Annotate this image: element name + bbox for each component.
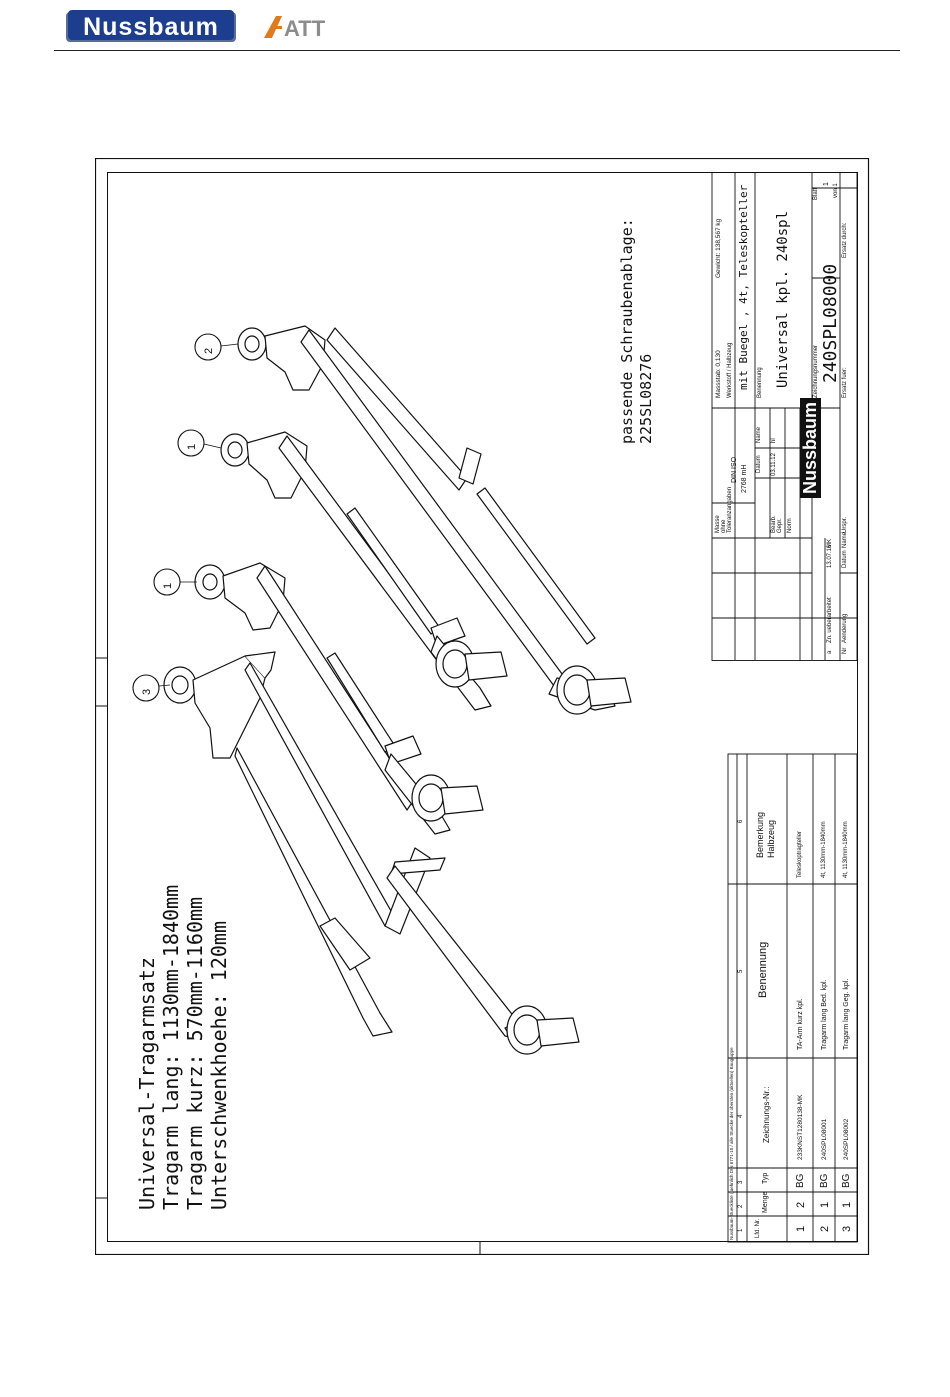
scale-label: Massstab: 0,130 <box>715 350 722 398</box>
header-qty: Menge <box>762 1191 769 1213</box>
callout-3: 3 <box>141 688 153 695</box>
drawing-sheet: Universal-Tragarmsatz Tragarm lang: 1130… <box>95 158 870 1255</box>
nussbaum-logo: Nussbaum <box>66 10 236 42</box>
rev-index: a <box>827 650 833 654</box>
row-3-drawing-no: 240SPL08002 <box>843 1118 850 1160</box>
name-value: Universal kpl. 240spl <box>775 210 791 388</box>
tolerance-class: 2768 mH <box>741 464 748 493</box>
name-label: Benennung <box>757 367 763 398</box>
callout-circles <box>132 333 222 702</box>
header-type: Typ <box>762 1172 769 1184</box>
row-1-drawing-no: 233KNST1280138-MK <box>797 1094 804 1160</box>
col-number-5: 5 <box>738 969 744 973</box>
parts-list-lines <box>727 753 858 1243</box>
drawing-frame <box>95 158 870 1255</box>
rev-header-date: Datum <box>842 550 848 568</box>
brand-text: Nussbaum <box>83 13 219 41</box>
material-label: Werkstoff / Halbzeug <box>727 342 733 398</box>
header-name: Benennung <box>757 941 769 998</box>
brand-secondary-text: ATT <box>284 16 326 40</box>
replace-for: Ersatz fuer: <box>842 367 848 398</box>
screw-note-line-2: 225SL08276 <box>637 353 655 444</box>
rev-text: Zn. ueberarbeitet <box>827 597 833 643</box>
col-number-3: 3 <box>738 1180 744 1184</box>
rev-header-orig: Urspr. <box>842 516 848 533</box>
row-3-qty: 1 <box>841 1201 853 1208</box>
rev-date: 13.07.16 <box>827 544 833 568</box>
col-number-4: 4 <box>738 1114 744 1118</box>
arm-drawings <box>163 325 632 1055</box>
callout-1b: 1 <box>186 443 198 450</box>
row-2-remark: 4t, 1130mm-1840mm <box>821 821 827 878</box>
rev-name: MK <box>827 539 833 548</box>
title-line-1: Universal-Tragarmsatz <box>135 957 159 1210</box>
header-remark: Bemerkung Halbzeug <box>755 811 776 858</box>
row-2-pos: 2 <box>819 1225 831 1232</box>
row-3-pos: 3 <box>841 1225 853 1232</box>
sheet-value: 1 <box>823 182 830 186</box>
row-1-type: BG <box>795 1173 806 1188</box>
arm-1b-drawing <box>220 431 508 711</box>
row-1-qty: 2 <box>795 1201 807 1208</box>
row-1-name: TA-Arm kurz kpl. <box>797 998 804 1050</box>
rev-header-name: Name <box>842 531 848 548</box>
tolerance-std: DIN ISO <box>731 456 738 483</box>
title-line-4: Unterschwenkhoehe: 120mm <box>207 921 231 1210</box>
row-2-name: Tragarm lang Bed. kpl. <box>821 979 828 1050</box>
rev-header-change: Aenderung <box>842 613 848 643</box>
callout-2: 2 <box>203 347 215 354</box>
row-1-remark: Teleskoptragteller <box>797 830 803 878</box>
bearb-name: hl <box>771 438 777 443</box>
title-line-3: Tragarm kurz: 570mm-1160mm <box>183 896 207 1210</box>
callout-leaders <box>158 343 239 687</box>
header-drawing-no: Zeichnungs-Nr.: <box>762 1086 771 1143</box>
row-3-remark: 4t, 1130mm-1840mm <box>843 821 849 878</box>
att-logo: ATT <box>264 16 326 40</box>
screw-note-line-1: passende Schraubenablage: <box>618 218 636 444</box>
sheet-label: Blatt <box>813 187 819 200</box>
arm-2-drawing <box>237 325 632 715</box>
company-name: Nussbaum <box>800 397 821 498</box>
title-block-lines <box>711 172 858 661</box>
row-2-type: BG <box>819 1173 830 1188</box>
date-col-header: Datum <box>756 455 762 473</box>
rev-header-nr: Nr <box>842 647 848 654</box>
header-pos: Lfd. Nr. <box>755 1218 761 1238</box>
weight-label: Gewicht: 138,567 kg <box>715 218 722 278</box>
callout-1a: 1 <box>162 582 174 589</box>
row-2-drawing-no: 240SPL08001 <box>821 1118 828 1160</box>
col-number-6: 6 <box>738 819 744 823</box>
col-number-1: 1 <box>738 1228 744 1232</box>
sheet-of: von 1 <box>833 183 839 198</box>
drawing-no-label: Zeichnungsnummer <box>813 344 819 398</box>
bearb-date: 03.11.12 <box>771 453 777 476</box>
replaced-by: Ersatz durch: <box>842 222 848 258</box>
parts-list-caption: Nussbaum-Stueckliste ( aehnlich DIN 6771… <box>729 1047 734 1240</box>
row-1-pos: 1 <box>795 1225 807 1232</box>
tolerance-label: Masse ohne Toleranzangaben <box>715 486 733 533</box>
header-divider <box>54 50 900 51</box>
material-value: mit Buegel , 4t, Teleskopteller <box>737 184 750 390</box>
screw-note: passende Schraubenablage: 225SL08276 <box>618 218 656 444</box>
row-3-name: Tragarm lang Geg. kpl. <box>843 978 850 1050</box>
page-header: Nussbaum ATT <box>0 0 950 58</box>
row-3-type: BG <box>841 1173 852 1188</box>
title-line-2: Tragarm lang: 1130mm-1840mm <box>159 884 183 1210</box>
arm-1a-drawing <box>194 562 484 835</box>
gepr-label: Gepr. <box>777 518 783 533</box>
row-2-qty: 1 <box>819 1201 831 1208</box>
drawing-title: Universal-Tragarmsatz Tragarm lang: 1130… <box>135 885 231 1210</box>
name-col-header: Name <box>756 426 762 443</box>
arm-3-drawing <box>163 651 580 1055</box>
norm-label: Norm <box>787 518 793 533</box>
drawing-no: 240SPL08000 <box>820 263 841 383</box>
col-number-2: 2 <box>738 1204 744 1208</box>
